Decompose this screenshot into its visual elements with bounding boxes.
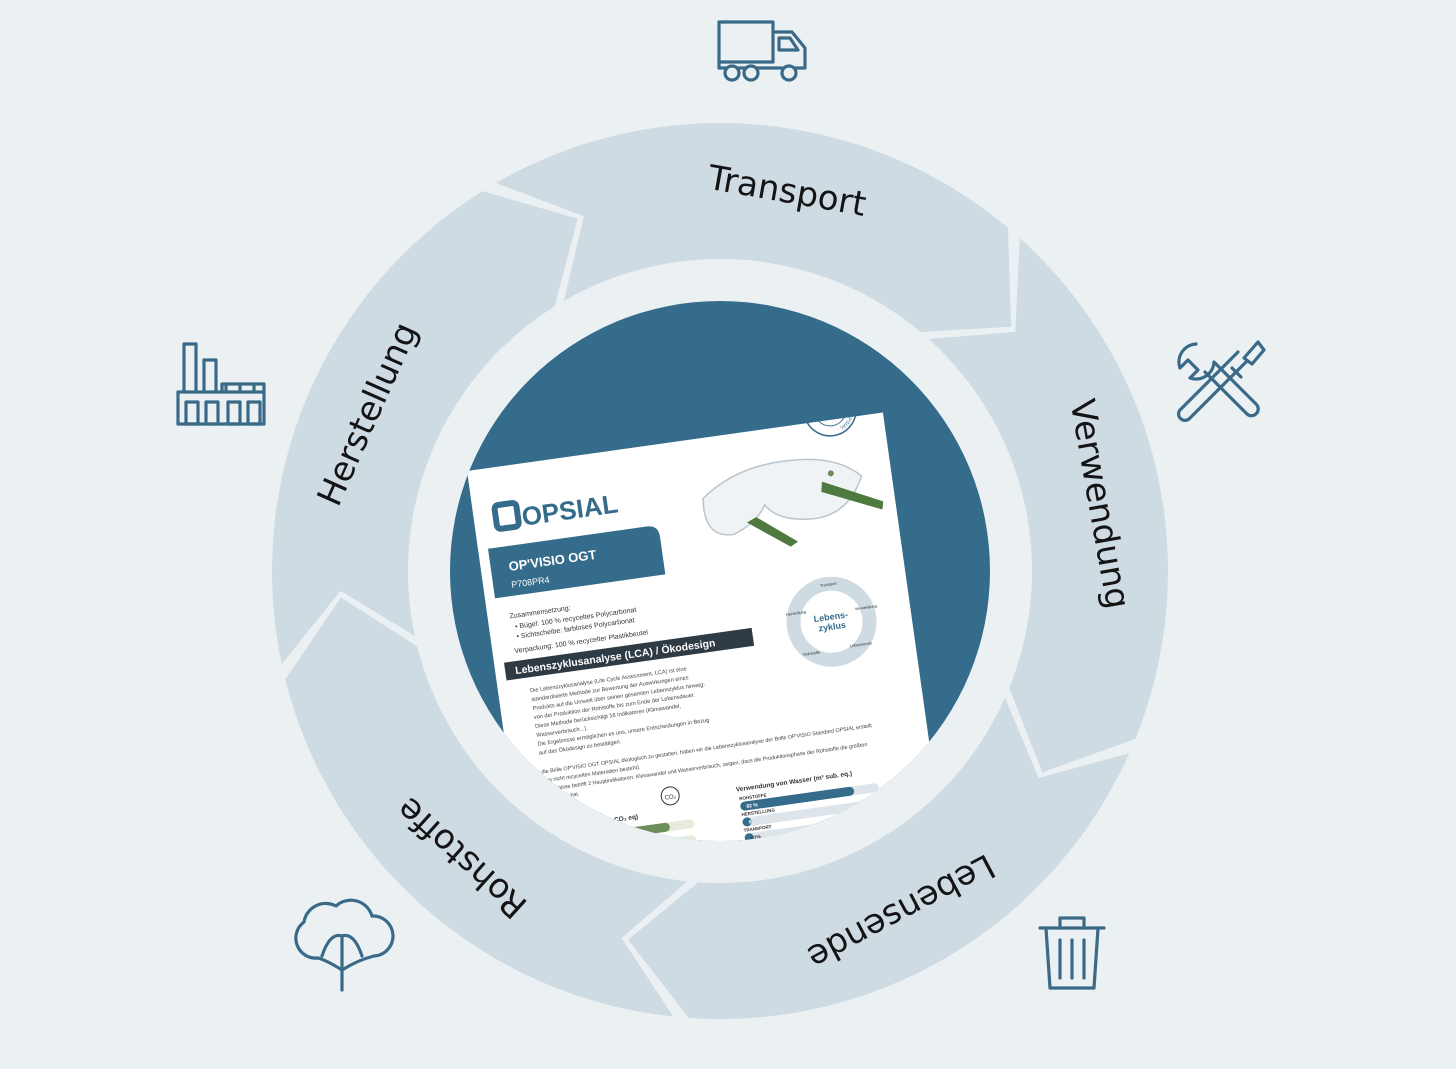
bar-label: ROHSTOFFE	[564, 827, 592, 836]
lifecycle-ring	[272, 122, 1168, 1019]
trash-icon	[1038, 916, 1106, 990]
bar-fill	[565, 822, 670, 841]
bar-fill	[742, 817, 752, 827]
mini-lifecycle: Lebens-zyklus Transport Verwendung Leben…	[786, 576, 877, 667]
mini-cycle-label: Lebensende	[850, 640, 873, 648]
bar-label: TRANSPORT	[743, 824, 772, 833]
bar-value: 6	[748, 819, 752, 825]
ring-arrow-rohstoffe	[285, 597, 688, 1017]
bar-value: 81 %	[571, 837, 584, 845]
bar-label: VERWENDUNG	[746, 839, 780, 849]
truck-icon	[717, 20, 807, 82]
section-title-bar	[504, 627, 755, 681]
bar-track	[742, 799, 882, 827]
bar-label: ROHSTOFFE	[739, 792, 767, 801]
product-header-band	[488, 526, 666, 599]
ring-arrow-verwendung	[928, 238, 1168, 773]
mini-cycle-label: Transport	[820, 581, 838, 588]
mini-cycle-label: Herstellung	[786, 609, 807, 617]
ring-arrow-transport	[496, 122, 1012, 332]
result-line: Auswirkungen hat.	[535, 792, 580, 804]
co2-badge: CO₂	[664, 794, 677, 802]
tools-icon	[1177, 340, 1266, 422]
ring-arrow-herstellung	[272, 191, 578, 665]
mini-cycle-label: Rohstoffe	[803, 650, 821, 657]
bar-value: 82 %	[746, 802, 759, 810]
mini-cycle-label: Verwendung	[854, 603, 877, 611]
cotton-plant-icon	[294, 898, 395, 992]
glasses-image	[702, 458, 884, 547]
bar-value: <1%	[750, 834, 761, 841]
bar-fill	[740, 786, 855, 811]
ring-arrow-lebensende	[628, 697, 1130, 1019]
factory-icon	[176, 342, 266, 426]
bar-label: HERSTELLUNG	[741, 807, 776, 817]
mini-cycle-title: Lebens-zyklus	[813, 609, 850, 634]
bar-fill	[746, 849, 756, 859]
